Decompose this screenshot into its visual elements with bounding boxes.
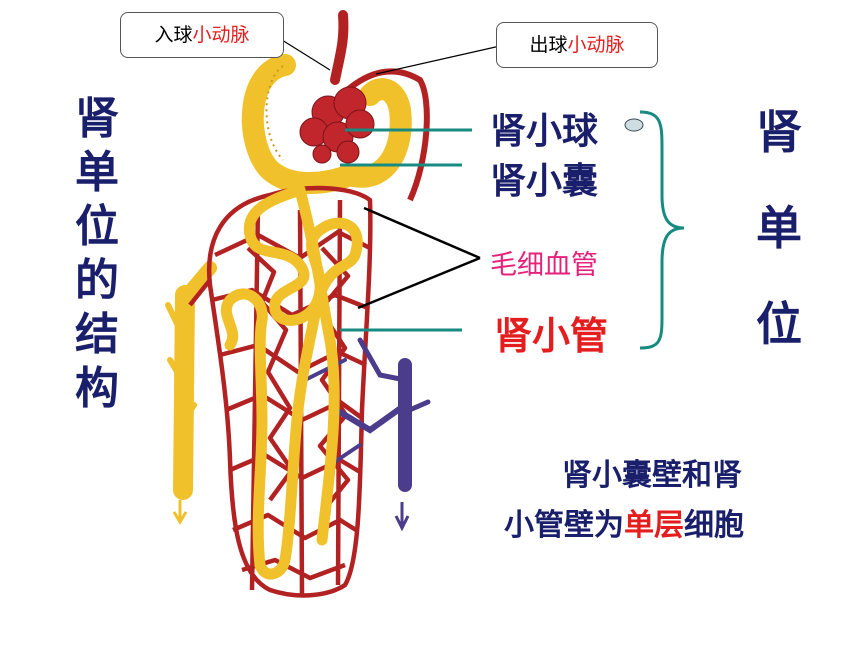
note-part-highlight: 单层 [624, 508, 684, 543]
nephron-char: 位 [756, 297, 802, 351]
title-char: 位 [75, 201, 119, 252]
callout-afferent-highlight: 小动脉 [192, 24, 250, 46]
bullet-dot [624, 118, 644, 132]
bracket-brace [639, 110, 685, 350]
afferent-arteriole [330, 10, 349, 85]
title-char: 的 [75, 255, 119, 306]
label-capillary: 毛细血管 [490, 250, 598, 281]
label-tubule: 肾小管 [494, 314, 609, 358]
label-glomerulus: 肾小球 [490, 111, 599, 152]
leader-lines [281, 39, 501, 332]
label-capsule: 肾小囊 [490, 161, 599, 202]
glomerulus-tuft [299, 86, 375, 164]
callout-efferent-prefix: 出球 [529, 34, 568, 56]
nephron-char: 肾 [756, 105, 802, 159]
nephron-label-vertical: 肾 单 位 [744, 100, 814, 388]
bowman-capsule [241, 54, 412, 194]
callout-efferent-highlight: 小动脉 [567, 34, 625, 56]
efferent-arteriole [343, 68, 430, 202]
title-char: 构 [75, 363, 119, 414]
note-line-2: 小管壁为单层细胞 [504, 500, 744, 544]
nephron-char: 单 [756, 201, 802, 255]
title-char: 结 [75, 309, 119, 360]
callout-afferent: 入球小动脉 [120, 12, 284, 58]
title-char: 单 [75, 147, 119, 198]
callout-efferent: 出球小动脉 [496, 22, 658, 68]
note-part-a: 小管壁为 [504, 508, 624, 543]
collecting-duct [165, 261, 217, 500]
callout-afferent-prefix: 入球 [154, 24, 193, 46]
note-line-1: 肾小囊壁和肾 [562, 458, 742, 493]
title-vertical: 肾 单 位 的 结 构 [64, 92, 130, 416]
title-char: 肾 [75, 93, 119, 144]
note-part-c: 细胞 [684, 508, 744, 543]
outflow-arrow-left [172, 500, 188, 525]
outflow-arrow-right [394, 502, 410, 532]
renal-tubule [220, 184, 363, 580]
